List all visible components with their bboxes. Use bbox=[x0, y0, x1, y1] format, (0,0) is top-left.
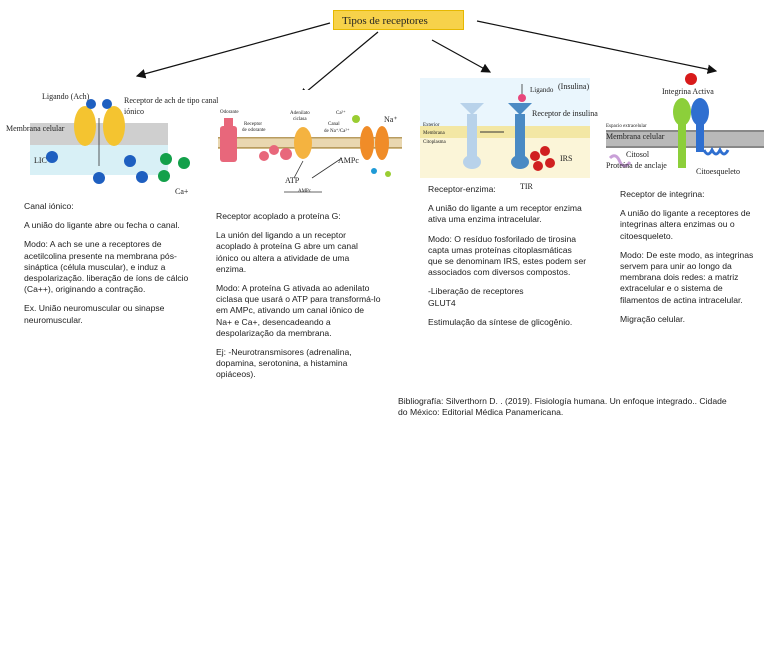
lic-label: LIC bbox=[34, 156, 47, 165]
ion-channel-figure: Ligando (Ach) Receptor de ach de tipo ca… bbox=[0, 88, 218, 198]
adenylate-label-1: Adenilato bbox=[290, 111, 310, 116]
integrin-membrane-label: Membrana celular bbox=[606, 132, 665, 141]
integrin-figure: Integrina Activa Espacio extracelular Me… bbox=[604, 70, 764, 180]
arrow-to-integrin bbox=[476, 20, 718, 74]
ion-channel-p2: Modo: A ach se une a receptores de aceti… bbox=[24, 239, 189, 295]
integrin-drawing bbox=[606, 73, 764, 168]
ion-channel-p3: Ex. União neuromuscular ou sinapse neuro… bbox=[24, 303, 165, 325]
integrin-p2: Modo: De este modo, as integrinas servem… bbox=[620, 249, 754, 305]
ion-channel-drawing bbox=[30, 99, 190, 184]
integrin-text: Receptor de integrina: A união do ligant… bbox=[620, 189, 760, 333]
cytoplasm-label: Citoplasma bbox=[423, 140, 446, 145]
exterior-label: Exterior bbox=[423, 123, 440, 128]
integrin-p3: Migração celular. bbox=[620, 313, 685, 324]
title-box: Tipos de receptores bbox=[333, 10, 464, 30]
enzyme-receptor-drawing bbox=[420, 78, 590, 178]
enzyme-membrane-label: Membrana bbox=[423, 131, 445, 136]
cytoskeleton-label: Citoesqueleto bbox=[696, 167, 740, 176]
ligand-label: Ligando (Ach) bbox=[42, 92, 90, 101]
bibliography: Bibliografía: Silverthorn D. . (2019). F… bbox=[398, 396, 727, 418]
g-protein-text: Receptor acoplado a proteína G: La unión… bbox=[216, 211, 381, 389]
insulin-label: (Insulina) bbox=[558, 82, 590, 91]
channel-label-2: de Na⁺/Ca²⁺ bbox=[324, 129, 350, 134]
odorant-label: Odorante bbox=[220, 110, 239, 115]
insulin-receptor-label: Receptor de insulina bbox=[532, 109, 598, 118]
integrin-p1: A união do ligante a receptores de integ… bbox=[620, 208, 751, 241]
arrow-to-ion-channel bbox=[135, 22, 331, 79]
receptor-label-line2: iónico bbox=[124, 107, 144, 116]
diagram-title: Tipos de receptores bbox=[342, 15, 428, 27]
enzyme-p3b: GLUT4 bbox=[428, 297, 456, 308]
g-protein-p3: Ej: -Neurotransmisores (adrenalina, dopa… bbox=[216, 347, 352, 380]
arrow-to-enzyme bbox=[431, 39, 492, 73]
enzyme-p4: Estimulação da síntese de glicogênio. bbox=[428, 316, 573, 327]
integrin-heading: Receptor de integrina: bbox=[620, 189, 705, 199]
calcium-label: Ca+ bbox=[175, 187, 189, 196]
ion-channel-heading: Canal iónico: bbox=[24, 201, 74, 211]
enzyme-heading: Receptor-enzima: bbox=[428, 184, 496, 194]
receptor-label-line1: Receptor de ach de tipo canal bbox=[124, 96, 219, 105]
enzyme-receptor-figure: Ligando (Insulina) Receptor de insulina … bbox=[420, 78, 598, 191]
connector-arrows bbox=[135, 20, 718, 90]
ampc-small-label: AMPc bbox=[298, 189, 312, 194]
g-protein-p1: La unión del ligando a un receptor acopl… bbox=[216, 230, 358, 274]
adenylate-label-2: ciclasa bbox=[293, 117, 307, 122]
ion-channel-text: Canal iónico: A união do ligante abre ou… bbox=[24, 201, 196, 334]
enzyme-p3a: -Liberação de receptores bbox=[428, 286, 524, 297]
tir-label: TIR bbox=[520, 182, 533, 191]
irs-label: IRS bbox=[560, 154, 573, 163]
sodium-label: Na⁺ bbox=[384, 115, 398, 124]
channel-label-1: Canal bbox=[328, 122, 340, 127]
g-protein-p2: Modo: A proteína G ativada ao adenilato … bbox=[216, 283, 381, 338]
extracellular-label: Espacio extracelular bbox=[606, 124, 647, 129]
anchor-protein-label: Proteína de anclaje bbox=[606, 161, 667, 170]
enzyme-p1: A união do ligante a um receptor enzima … bbox=[428, 203, 582, 225]
integrin-label: Integrina Activa bbox=[662, 87, 714, 96]
odorant-receptor-label-1: Receptor bbox=[244, 122, 263, 127]
calcium-top-label: Ca²⁺ bbox=[336, 111, 346, 116]
arrow-to-g-protein bbox=[299, 31, 379, 90]
ampc-label: AMPc bbox=[338, 156, 359, 165]
atp-label: ATP bbox=[285, 176, 300, 185]
ion-channel-p1: A união do ligante abre ou fecha o canal… bbox=[24, 220, 180, 231]
enzyme-p2: Modo: O resíduo fosforilado de tirosina … bbox=[428, 233, 587, 278]
cytosol-label: Citosol bbox=[626, 150, 650, 159]
g-protein-figure: Odorante Receptor de odorante Adenilato … bbox=[212, 106, 402, 198]
g-protein-drawing bbox=[218, 115, 402, 193]
g-protein-heading: Receptor acoplado a proteína G: bbox=[216, 211, 341, 221]
odorant-receptor-label-2: de odorante bbox=[242, 128, 266, 133]
enzyme-text: Receptor-enzima: A união do ligante a um… bbox=[428, 184, 588, 336]
membrane-label: Membrana celular bbox=[6, 124, 65, 133]
enzyme-ligand-label: Ligando bbox=[530, 86, 554, 94]
